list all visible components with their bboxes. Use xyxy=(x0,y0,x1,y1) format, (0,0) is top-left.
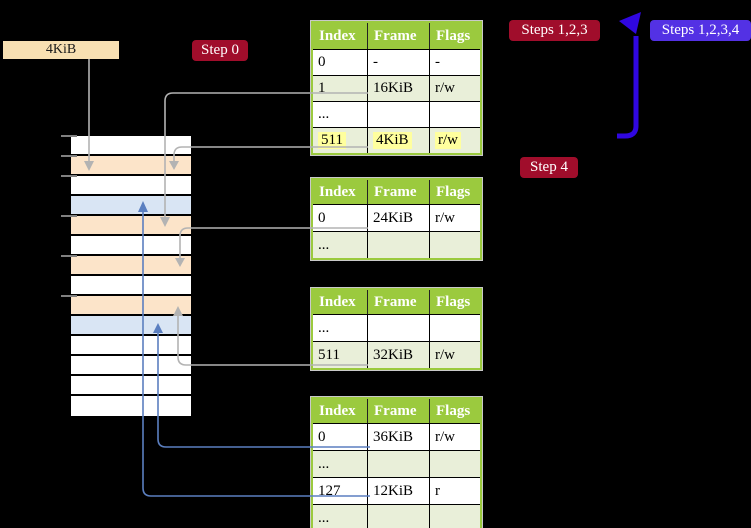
column-header: Frame xyxy=(368,399,430,423)
table-cell: r/w xyxy=(430,76,480,101)
memory-row-blue xyxy=(71,196,191,216)
frame-size-label: 4KiB xyxy=(3,41,119,59)
memory-row-white xyxy=(71,336,191,356)
column-header: Index xyxy=(313,290,368,314)
table-cell: 511 xyxy=(313,128,368,153)
table-cell xyxy=(430,315,480,341)
memory-row-peach xyxy=(71,256,191,276)
table-cell: 0 xyxy=(313,424,368,450)
table-cell: r/w xyxy=(430,205,480,231)
table-row: ... xyxy=(313,314,480,341)
arrowhead-up-left-icon xyxy=(619,12,641,34)
column-header: Frame xyxy=(368,290,430,314)
memory-row-peach xyxy=(71,216,191,236)
table-cell: 0 xyxy=(313,205,368,231)
table-row: ... xyxy=(313,231,480,258)
table-cell: ... xyxy=(313,505,368,528)
table-cell: ... xyxy=(313,232,368,258)
table-cell xyxy=(368,315,430,341)
memory-row-white xyxy=(71,136,191,156)
table-cell: 12KiB xyxy=(368,478,430,504)
memory-row-white xyxy=(71,376,191,396)
physical-memory-strip xyxy=(69,134,193,416)
table-cell xyxy=(368,451,430,477)
table-cell xyxy=(368,102,430,127)
column-header: Flags xyxy=(430,399,480,423)
table-row: ... xyxy=(313,101,480,127)
memory-row-white xyxy=(71,356,191,376)
memory-row-white xyxy=(71,176,191,196)
column-header: Index xyxy=(313,399,368,423)
table-cell: 511 xyxy=(313,342,368,368)
table-cell: ... xyxy=(313,102,368,127)
table-cell: r xyxy=(430,478,480,504)
table-row: 0-- xyxy=(313,49,480,75)
table-cell: 36KiB xyxy=(368,424,430,450)
table-cell: - xyxy=(368,50,430,75)
column-header: Frame xyxy=(368,180,430,204)
memory-row-white xyxy=(71,236,191,256)
badge-steps-1-2-3: Steps 1,2,3 xyxy=(509,20,600,41)
table-cell: 1 xyxy=(313,76,368,101)
table-cell xyxy=(430,232,480,258)
badge-steps-1-2-3-4: Steps 1,2,3,4 xyxy=(650,20,751,41)
table-cell: 4KiB xyxy=(368,128,430,153)
badge-step-4: Step 4 xyxy=(520,157,578,178)
loop-arrow-steps xyxy=(617,36,639,139)
column-header: Index xyxy=(313,180,368,204)
table-cell xyxy=(430,102,480,127)
memory-row-white xyxy=(71,276,191,296)
table-cell: 0 xyxy=(313,50,368,75)
column-header: Flags xyxy=(430,290,480,314)
badge-step-0: Step 0 xyxy=(192,40,248,61)
table-cell: r/w xyxy=(430,128,480,153)
table-cell xyxy=(430,505,480,528)
column-header: Flags xyxy=(430,23,480,49)
memory-row-peach xyxy=(71,156,191,176)
memory-row-white xyxy=(71,396,191,416)
table-cell: 32KiB xyxy=(368,342,430,368)
column-header: Frame xyxy=(368,23,430,49)
table-row: ... xyxy=(313,450,480,477)
column-header: Index xyxy=(313,23,368,49)
table-cell: 16KiB xyxy=(368,76,430,101)
table-cell: - xyxy=(430,50,480,75)
table-cell: 127 xyxy=(313,478,368,504)
column-header: Flags xyxy=(430,180,480,204)
table-cell: ... xyxy=(313,451,368,477)
memory-row-peach xyxy=(71,296,191,316)
table-cell xyxy=(368,232,430,258)
table-cell: r/w xyxy=(430,424,480,450)
table-cell xyxy=(368,505,430,528)
table-cell xyxy=(430,451,480,477)
memory-row-blue xyxy=(71,316,191,336)
table-cell: r/w xyxy=(430,342,480,368)
table-cell: ... xyxy=(313,315,368,341)
table-row: ... xyxy=(313,504,480,528)
table-cell: 24KiB xyxy=(368,205,430,231)
